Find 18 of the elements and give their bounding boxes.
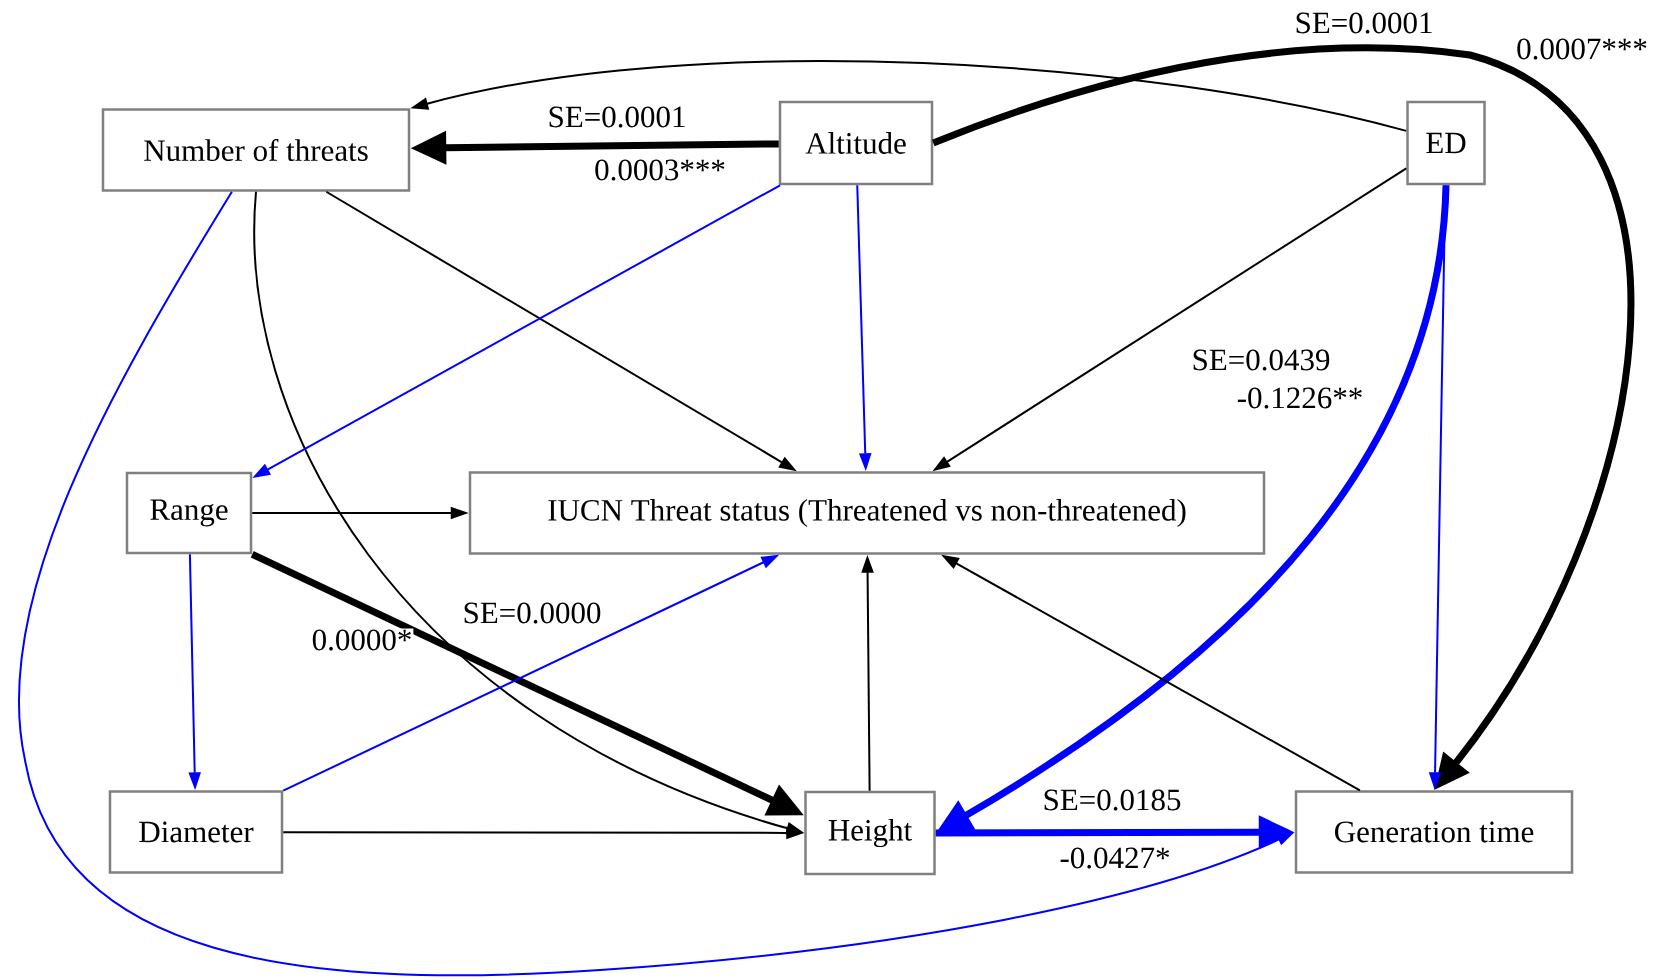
variable-box: Generation time [1294, 790, 1574, 874]
variable-box: ED [1406, 100, 1486, 186]
variable-box: Height [804, 790, 936, 876]
estimate-label: 0.0000* [310, 628, 414, 652]
estimate-label: 0.0003*** [593, 158, 727, 182]
variable-box: Diameter [108, 790, 284, 874]
edge-label: SE=0.0001 [546, 105, 688, 129]
edge-label: SE=0.0001 [1293, 11, 1435, 35]
estimate-label: 0.0007*** [1515, 37, 1649, 61]
edge-label: SE=0.0000 [461, 601, 603, 625]
edge-label: SE=0.0185 [1041, 788, 1183, 812]
variable-box: Number of threats [101, 108, 411, 192]
variable-box: Range [125, 471, 253, 555]
variable-box: Altitude [778, 100, 934, 186]
estimate-label: -0.0427* [1058, 846, 1172, 870]
edge-label: SE=0.0439 [1190, 348, 1332, 372]
estimate-label: -0.1226** [1235, 386, 1365, 410]
variable-box: IUCN Threat status (Threatened vs non-threatened) [468, 471, 1266, 555]
